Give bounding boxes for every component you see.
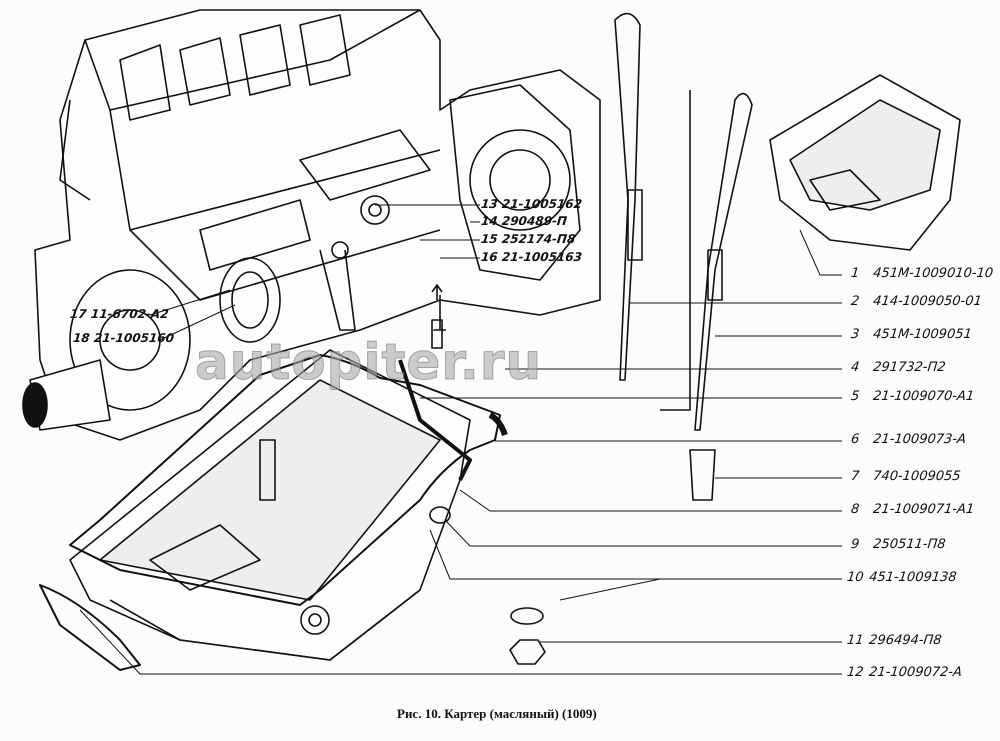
part-label-15: 15 252174-П8 (480, 232, 577, 246)
part-label-3: 3 451М-1009051 (850, 327, 973, 342)
part-label-10: 10 451-1009138 (846, 570, 958, 585)
drain-plug (509, 639, 546, 665)
part-label-4: 4 291732-П2 (850, 360, 947, 375)
oil-pan (69, 349, 471, 661)
part-label-14: 14 290489-П (480, 214, 568, 228)
part-label-5: 5 21-1009070-А1 (850, 389, 975, 404)
part-label-7: 7 740-1009055 (850, 469, 962, 484)
washer (510, 607, 544, 625)
oil-pan-part-1 (769, 74, 961, 251)
part-label-16: 16 21-1005163 (480, 250, 583, 264)
part-label-2: 2 414-1009050-01 (850, 294, 983, 309)
leader-lines (79, 204, 842, 675)
part-label-17: 17 11-6702-А2 (69, 307, 170, 321)
part-label-11: 11 296494-П8 (846, 633, 943, 648)
dipsticks (614, 12, 753, 501)
plug-part (429, 506, 451, 524)
figure-caption: Рис. 10. Картер (масляный) (1009) (397, 706, 597, 721)
part-label-9: 9 250511-П8 (850, 537, 947, 552)
part-label-8: 8 21-1009071-А1 (850, 502, 975, 517)
part-label-6: 6 21-1009073-А (850, 432, 967, 447)
watermark: autopiter.ru (194, 333, 543, 392)
part-label-13: 13 21-1005162 (480, 197, 583, 211)
part-label-12: 12 21-1009072-А (846, 665, 963, 680)
part-label-18: 18 21-1005160 (72, 331, 175, 345)
part-label-1: 1 451М-1009010-10 (850, 266, 994, 281)
